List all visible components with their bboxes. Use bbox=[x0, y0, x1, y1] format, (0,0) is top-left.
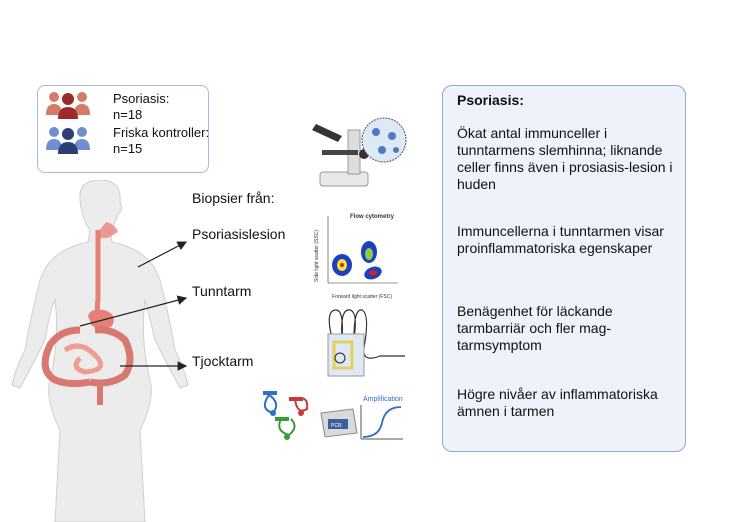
control-legend-label: Friska kontroller: n=15 bbox=[113, 125, 209, 157]
group-legend bbox=[37, 85, 209, 173]
flow-title: Flow cytometry bbox=[350, 214, 395, 220]
flow-ylabel: Side light scatter (SSC) bbox=[314, 230, 320, 282]
control-group-icon bbox=[46, 127, 90, 154]
legend-count: n=18 bbox=[113, 107, 143, 122]
flow-cytometry-plot: Flow cytometry Forward light scatter (FS… bbox=[314, 214, 398, 300]
amplification-label: Amplification bbox=[363, 396, 403, 403]
arrow-psoriasislesion bbox=[137, 241, 188, 268]
site-tunntarm: Tunntarm bbox=[192, 283, 252, 299]
pcr-icon: PCR Amplification bbox=[263, 391, 403, 440]
findings-panel bbox=[442, 85, 686, 452]
site-psoriasislesion: Psoriasislesion bbox=[192, 226, 286, 242]
finding-2: Immuncellerna i tunntarmen visar proinfl… bbox=[457, 223, 664, 256]
arrow-tunntarm bbox=[79, 295, 188, 327]
ussing-chamber-icon bbox=[327, 309, 405, 377]
psoriasis-legend-label: Psoriasis: n=18 bbox=[113, 91, 169, 123]
psoriasis-group-icon bbox=[46, 92, 90, 119]
finding-4: Högre nivåer av inflammatoriska ämnen i … bbox=[457, 386, 658, 419]
legend-label: Friska kontroller: bbox=[113, 125, 210, 140]
legend-label: Psoriasis: bbox=[113, 91, 170, 106]
finding-3: Benägenhet för läckande tarmbarriär och … bbox=[457, 303, 613, 353]
panel-title: Psoriasis: bbox=[457, 92, 524, 108]
site-tjocktarm: Tjocktarm bbox=[192, 353, 254, 369]
microscope-icon bbox=[312, 117, 407, 187]
flow-xlabel: Forward light scatter (FSC) bbox=[332, 294, 392, 300]
finding-1: Ökat antal immunceller i tunntarmens sle… bbox=[457, 125, 673, 192]
biopsy-heading: Biopsier från: bbox=[192, 190, 275, 206]
legend-count: n=15 bbox=[113, 141, 143, 156]
human-body-illustration bbox=[11, 180, 189, 522]
pcr-label: PCR bbox=[331, 423, 342, 429]
